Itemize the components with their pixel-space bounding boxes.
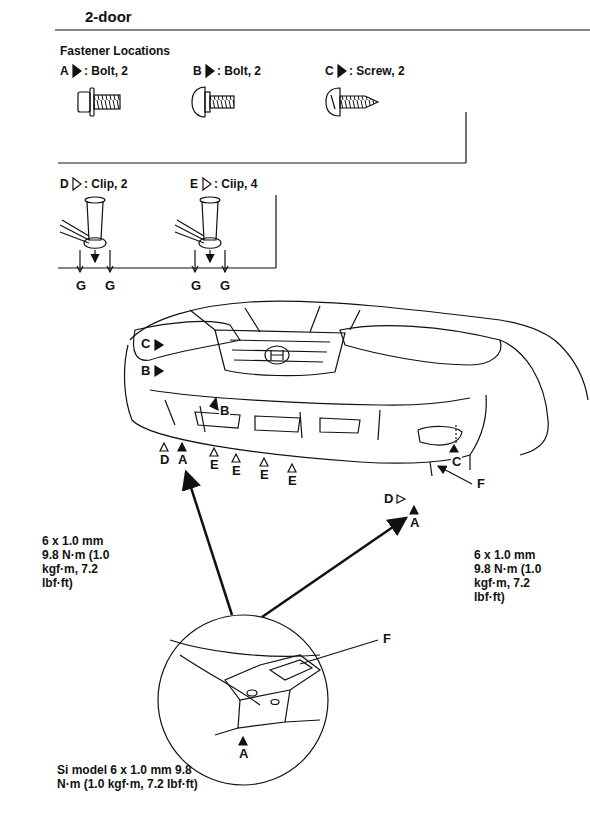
- fastener-desc: : Ciip, 4: [214, 177, 257, 191]
- fastener-letter: C: [325, 64, 334, 78]
- callout-letter: C: [140, 337, 151, 351]
- callout-letter: E: [231, 464, 242, 478]
- fastener-letter: D: [60, 177, 69, 191]
- fastener-desc: : Bolt, 2: [217, 64, 261, 78]
- callout-letter: D: [159, 453, 170, 467]
- callout-letter: G: [75, 279, 87, 293]
- callout-letter: G: [219, 279, 231, 293]
- callout-letter: G: [104, 279, 116, 293]
- torque-spec: 6 x 1.0 mm 9.8 N·m (1.0 kgf·m, 7.2 lbf·f…: [474, 548, 552, 604]
- callout-letter: A: [409, 516, 420, 530]
- callout-letter: C: [451, 455, 462, 469]
- callout-letter: D: [383, 492, 394, 506]
- torque-spec: Si model 6 x 1.0 mm 9.8 N·m (1.0 kgf·m, …: [57, 763, 207, 791]
- section-heading: Fastener Locations: [60, 44, 170, 58]
- callout-letter: F: [382, 632, 392, 646]
- callout-letter: E: [259, 468, 270, 482]
- torque-spec: 6 x 1.0 mm 9.8 N·m (1.0 kgf·m, 7.2 lbf·f…: [42, 534, 120, 590]
- callout-letter: E: [209, 458, 220, 472]
- fastener-desc: : Clip, 2: [84, 177, 127, 191]
- fastener-desc: : Bolt, 2: [84, 64, 128, 78]
- callout-letter: B: [140, 364, 151, 378]
- callout-letter: B: [219, 404, 230, 418]
- callout-letter: E: [287, 474, 298, 488]
- fastener-letter: E: [190, 177, 198, 191]
- callout-letter: G: [190, 279, 202, 293]
- fastener-letter: B: [193, 64, 202, 78]
- fastener-letter: A: [60, 64, 69, 78]
- page-title: 2-door: [85, 8, 132, 26]
- callout-letter: A: [177, 453, 188, 467]
- callout-letter: F: [476, 477, 486, 491]
- callout-letter: A: [238, 747, 249, 761]
- fastener-desc: : Screw, 2: [349, 64, 405, 78]
